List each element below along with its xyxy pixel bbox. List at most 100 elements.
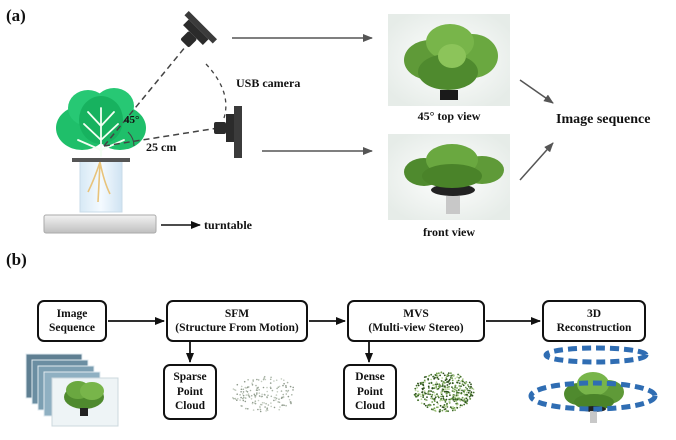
cloud-point (423, 379, 426, 382)
cloud-point (255, 384, 257, 387)
cloud-point (264, 394, 266, 396)
cloud-point (259, 406, 261, 409)
cloud-point (446, 390, 449, 393)
front-view-photo (388, 134, 510, 220)
cloud-point (256, 378, 258, 381)
cloud-point (436, 401, 439, 404)
top-camera-sightline (103, 45, 187, 147)
cloud-point (283, 379, 285, 382)
plant-illustration (56, 88, 146, 213)
cloud-point (451, 394, 454, 396)
sparse-point-cloud-graphic (232, 375, 295, 413)
cloud-point (287, 395, 290, 398)
cloud-point (255, 389, 258, 391)
cloud-point (433, 391, 436, 394)
cloud-point (252, 379, 254, 381)
cloud-point (433, 407, 436, 410)
output-line: Point (356, 385, 384, 398)
cloud-point (461, 396, 464, 399)
cloud-point (266, 386, 268, 389)
cloud-point (457, 379, 460, 382)
cloud-point (462, 378, 464, 380)
cloud-point (282, 395, 285, 398)
cloud-point (448, 385, 450, 388)
cloud-point (243, 380, 246, 383)
angle-arc (127, 131, 135, 147)
cloud-point (443, 404, 446, 406)
cloud-point (456, 407, 459, 409)
cloud-point (275, 379, 278, 382)
cloud-point (445, 395, 448, 398)
cloud-point (456, 376, 459, 378)
cloud-point (241, 405, 243, 407)
cloud-point (288, 399, 291, 401)
cloud-point (264, 378, 267, 381)
cloud-point (250, 394, 253, 397)
cloud-point (463, 403, 466, 406)
cloud-point (448, 383, 451, 385)
cloud-point (260, 380, 263, 383)
cloud-point (286, 390, 289, 393)
cloud-point (264, 406, 266, 408)
usb-camera-label: USB camera (236, 76, 301, 90)
cloud-point (424, 404, 427, 407)
cloud-point (444, 401, 447, 403)
cloud-point (460, 398, 463, 401)
cloud-point (265, 410, 267, 412)
cloud-point (240, 385, 243, 388)
cloud-point (269, 378, 272, 381)
cloud-point (266, 390, 269, 393)
cloud-point (435, 372, 438, 375)
cloud-point (433, 400, 436, 402)
cloud-point (445, 374, 448, 377)
cloud-point (451, 379, 454, 382)
cloud-point (289, 401, 292, 403)
cloud-point (456, 380, 459, 382)
cloud-point (464, 382, 467, 385)
cloud-point (440, 395, 442, 398)
cloud-point (421, 393, 424, 396)
cloud-point (270, 395, 273, 398)
cloud-point (461, 389, 463, 392)
cloud-point (432, 375, 434, 378)
cloud-point (458, 374, 461, 377)
cloud-point (446, 392, 448, 395)
cloud-point (427, 375, 430, 378)
cloud-point (456, 402, 459, 405)
cloud-point (433, 403, 435, 406)
cloud-point (441, 399, 444, 402)
cloud-point (263, 402, 266, 404)
cloud-point (457, 394, 460, 397)
cloud-point (427, 385, 430, 388)
cloud-point (434, 410, 437, 413)
dense-point-cloud-graphic (413, 371, 475, 413)
image-sequence-label: Image sequence (556, 112, 651, 127)
cloud-point (467, 385, 470, 388)
cloud-point (467, 391, 470, 394)
cloud-point (430, 408, 433, 411)
cloud-point (270, 376, 272, 379)
cloud-point (433, 397, 436, 400)
cloud-point (281, 404, 284, 407)
cloud-point (253, 402, 256, 404)
cloud-point (414, 387, 417, 390)
cloud-point (429, 393, 431, 396)
cloud-point (271, 389, 274, 392)
cloud-point (277, 401, 280, 403)
cloud-point (258, 395, 261, 397)
cloud-point (457, 393, 459, 395)
cloud-point (458, 377, 460, 379)
cloud-point (436, 406, 438, 409)
cloud-point (440, 380, 443, 382)
cloud-point (448, 400, 451, 403)
cloud-point (439, 384, 442, 387)
cloud-point (428, 382, 431, 385)
cloud-point (445, 405, 448, 408)
cloud-point (470, 391, 473, 394)
cloud-point (257, 379, 260, 381)
cloud-point (454, 389, 457, 392)
cloud-point (447, 373, 449, 376)
